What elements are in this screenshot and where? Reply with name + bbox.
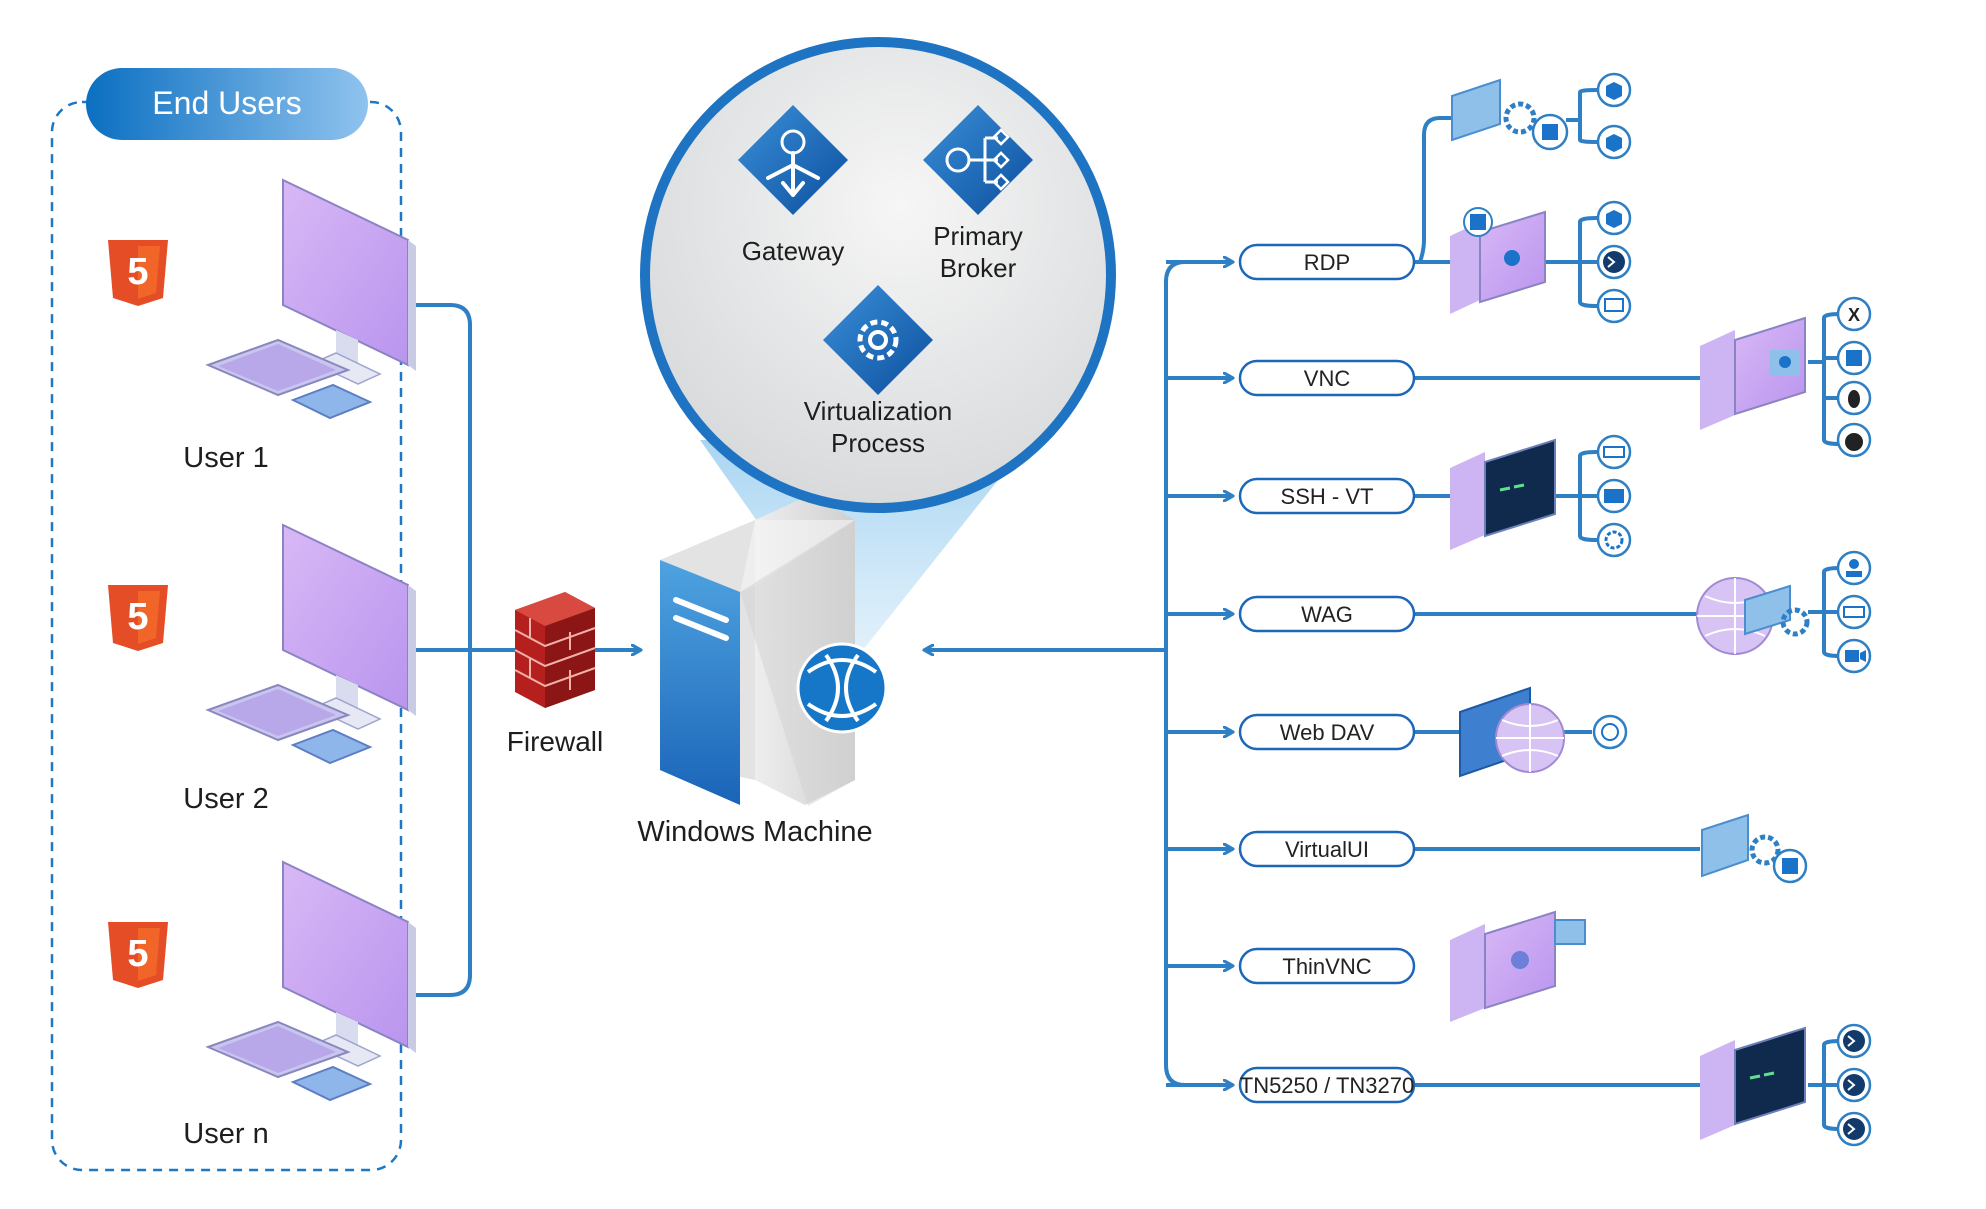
rdp-cube-icon-2 xyxy=(1596,124,1632,160)
ssh-console-icon xyxy=(1596,478,1632,514)
user-2: User 2 xyxy=(107,524,417,815)
firewall: Firewall xyxy=(507,592,603,757)
vnc-apple-icon xyxy=(1836,422,1872,458)
protocol-targets: X xyxy=(1450,72,1872,1147)
rdp-app-window-icon xyxy=(1451,78,1569,151)
tn5250-terminal-desktop-icon xyxy=(1700,1026,1806,1140)
thinvnc-desktop-icon xyxy=(1450,910,1586,1022)
user-n: User n xyxy=(107,861,417,1150)
thinfinity-logo-icon xyxy=(796,642,888,734)
protocol-wag[interactable]: WAG xyxy=(1238,595,1416,633)
wag-globe-icon xyxy=(1696,577,1810,655)
user-2-label: User 2 xyxy=(183,783,268,815)
windows-machine-label: Windows Machine xyxy=(637,816,872,848)
user-n-workstation-icon xyxy=(107,861,417,1101)
vnc-windows-icon xyxy=(1836,340,1872,376)
virtualui-app-icon xyxy=(1701,813,1808,884)
rdp-desktop-icon xyxy=(1450,207,1546,314)
vnc-linux-icon xyxy=(1836,380,1872,416)
rdp-terminal-icon xyxy=(1596,244,1632,280)
webdav-folder-globe-icon xyxy=(1459,686,1565,778)
user-1-workstation-icon xyxy=(107,179,417,419)
protocol-webdav-label: Web DAV xyxy=(1280,720,1375,745)
virtualization-label-line2: Process xyxy=(831,428,925,458)
primary-broker-label-line2: Broker xyxy=(940,253,1017,283)
protocol-ssh-vt[interactable]: SSH - VT xyxy=(1238,477,1416,515)
services-bubble: Gateway Primary Broker Virtualization xyxy=(640,37,1116,513)
ssh-keyboard-icon xyxy=(1596,434,1632,470)
protocol-rdp-label: RDP xyxy=(1304,250,1350,275)
protocol-virtualui[interactable]: VirtualUI xyxy=(1238,830,1416,868)
user-1: User 1 xyxy=(107,179,417,474)
vnc-desktop-icon xyxy=(1700,316,1806,430)
user-n-label: User n xyxy=(183,1118,268,1150)
ssh-settings-icon xyxy=(1596,522,1632,558)
protocol-vnc-label: VNC xyxy=(1304,366,1351,391)
protocol-tn5250[interactable]: TN5250 / TN3270 xyxy=(1238,1066,1416,1104)
tn5250-console-icon-3 xyxy=(1836,1111,1872,1147)
end-users-group: End Users xyxy=(50,68,403,1172)
tn5250-console-icon-1 xyxy=(1836,1023,1872,1059)
wag-keyboard-icon xyxy=(1836,594,1872,630)
primary-broker-icon xyxy=(923,105,1033,215)
firewall-label: Firewall xyxy=(507,726,603,757)
virtualization-label-line1: Virtualization xyxy=(804,396,952,426)
user-2-workstation-icon xyxy=(107,524,417,764)
rdp-cube-icon-3 xyxy=(1596,200,1632,236)
wag-video-icon xyxy=(1836,638,1872,674)
gateway-service: Gateway xyxy=(738,105,848,266)
ssh-terminal-desktop-icon xyxy=(1450,438,1556,550)
primary-broker-label-line1: Primary xyxy=(933,221,1023,251)
vnc-x-icon: X xyxy=(1836,296,1872,332)
firewall-brick-icon xyxy=(514,592,596,708)
wag-user-icon xyxy=(1836,550,1872,586)
primary-broker-service: Primary Broker xyxy=(923,105,1033,283)
rdp-monitor-icon xyxy=(1596,288,1632,324)
gateway-label: Gateway xyxy=(742,236,845,266)
protocol-ssh-vt-label: SSH - VT xyxy=(1281,484,1374,509)
protocol-pills: RDP VNC SSH - VT WAG Web DAV VirtualUI T… xyxy=(1238,243,1416,1104)
tn5250-console-icon-2 xyxy=(1836,1067,1872,1103)
protocol-bus xyxy=(1164,260,1186,1087)
webdav-globe-small-icon xyxy=(1592,714,1628,750)
protocol-tn5250-label: TN5250 / TN3270 xyxy=(1240,1073,1414,1098)
rdp-cube-icon-1 xyxy=(1596,72,1632,108)
protocol-rdp[interactable]: RDP xyxy=(1238,243,1416,281)
protocol-vnc[interactable]: VNC xyxy=(1238,359,1416,397)
end-users-title-pill xyxy=(86,68,368,140)
protocol-wag-label: WAG xyxy=(1301,602,1353,627)
svg-text:X: X xyxy=(1848,305,1860,325)
protocol-thinvnc-label: ThinVNC xyxy=(1282,954,1371,979)
virtualization-gear-icon xyxy=(823,285,933,395)
gateway-icon xyxy=(738,105,848,215)
protocol-virtualui-label: VirtualUI xyxy=(1285,837,1369,862)
protocol-thinvnc[interactable]: ThinVNC xyxy=(1238,947,1416,985)
user-1-label: User 1 xyxy=(183,442,268,474)
protocol-webdav[interactable]: Web DAV xyxy=(1238,713,1416,751)
virtualization-service: Virtualization Process xyxy=(804,285,952,458)
end-users-title: End Users xyxy=(152,85,301,121)
